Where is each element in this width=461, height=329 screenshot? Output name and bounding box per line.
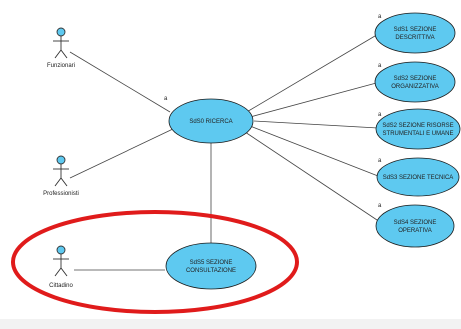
use-case-risorse-label-2: STRUMENTALI E UMANE bbox=[383, 131, 454, 137]
connectors bbox=[69, 32, 381, 271]
actor-cittadino-label: Cittadino bbox=[49, 283, 73, 289]
use-case-ricerca-shape bbox=[168, 98, 254, 144]
use-case-risorse-shape bbox=[375, 108, 461, 150]
multiplicity-descrittiva: a bbox=[378, 14, 382, 20]
actor-professionisti: Professionisti bbox=[43, 155, 79, 197]
multiplicity-labels: a a a a a a bbox=[164, 14, 382, 209]
use-case-organizzativa-label-2: ORGANIZZATIVA bbox=[391, 84, 438, 90]
use-case-descrittiva-shape bbox=[374, 12, 456, 54]
actor-cittadino: Cittadino bbox=[49, 245, 74, 289]
actor-professionisti-label: Professionisti bbox=[43, 191, 79, 197]
use-case-risorse-label-1: SdS2 SEZIONE RISORSE bbox=[382, 123, 453, 129]
multiplicity-tecnica: a bbox=[378, 158, 382, 164]
use-case-tecnica-label: SdS3 SEZIONE TECNICA bbox=[383, 175, 454, 181]
use-case-ricerca-label: SdS0 RICERCA bbox=[189, 119, 232, 125]
multiplicity-risorse: a bbox=[378, 112, 382, 118]
use-case-descrittiva: SdS1 SEZIONE DESCRITTIVA bbox=[374, 12, 456, 54]
use-case-organizzativa-shape bbox=[374, 61, 456, 103]
use-case-consultazione-shape bbox=[165, 242, 257, 290]
use-case-ricerca: SdS0 RICERCA bbox=[168, 98, 254, 144]
actor-figure-icon bbox=[53, 155, 69, 187]
connector-ricerca-organizzativa bbox=[249, 81, 381, 118]
use-case-tecnica: SdS3 SEZIONE TECNICA bbox=[376, 157, 460, 197]
use-case-operativa-label-1: SdS4 SEZIONE bbox=[394, 220, 437, 226]
actor-figure-icon bbox=[53, 27, 69, 59]
use-case-consultazione: SdS5 SEZIONE CONSULTAZIONE bbox=[165, 242, 257, 290]
multiplicity-operativa: a bbox=[378, 203, 382, 209]
connector-ricerca-operativa bbox=[241, 129, 381, 223]
connector-funzionari-ricerca bbox=[69, 51, 171, 113]
bottom-strip bbox=[0, 319, 461, 329]
use-case-tecnica-shape bbox=[376, 157, 460, 197]
use-case-operativa-label-2: OPERATIVA bbox=[398, 228, 431, 234]
highlight-ellipse bbox=[11, 210, 299, 314]
use-case-risorse: SdS2 SEZIONE RISORSE STRUMENTALI E UMANE bbox=[375, 108, 461, 150]
use-case-organizzativa: SdS2 SEZIONE ORGANIZZATIVA bbox=[374, 61, 456, 103]
use-case-operativa-shape bbox=[375, 204, 455, 248]
use-case-organizzativa-label-1: SdS2 SEZIONE bbox=[394, 76, 437, 82]
connector-ricerca-risorse bbox=[253, 120, 379, 129]
actor-funzionari: Funzionari bbox=[47, 27, 75, 69]
use-case-consultazione-label-1: SdS5 SEZIONE bbox=[190, 260, 233, 266]
connector-ricerca-tecnica bbox=[249, 125, 379, 177]
use-case-consultazione-label-2: CONSULTAZIONE bbox=[186, 268, 236, 274]
use-case-descrittiva-label-2: DESCRITTIVA bbox=[395, 35, 434, 41]
use-case-operativa: SdS4 SEZIONE OPERATIVA bbox=[375, 204, 455, 248]
actor-figure-icon bbox=[53, 245, 69, 277]
connector-ricerca-descrittiva bbox=[244, 32, 381, 114]
multiplicity-ricerca: a bbox=[164, 96, 168, 102]
use-case-descrittiva-label-1: SdS1 SEZIONE bbox=[394, 27, 437, 33]
actor-funzionari-label: Funzionari bbox=[47, 63, 75, 69]
multiplicity-organizzativa: a bbox=[378, 63, 382, 69]
connector-professionisti-ricerca bbox=[69, 127, 176, 179]
